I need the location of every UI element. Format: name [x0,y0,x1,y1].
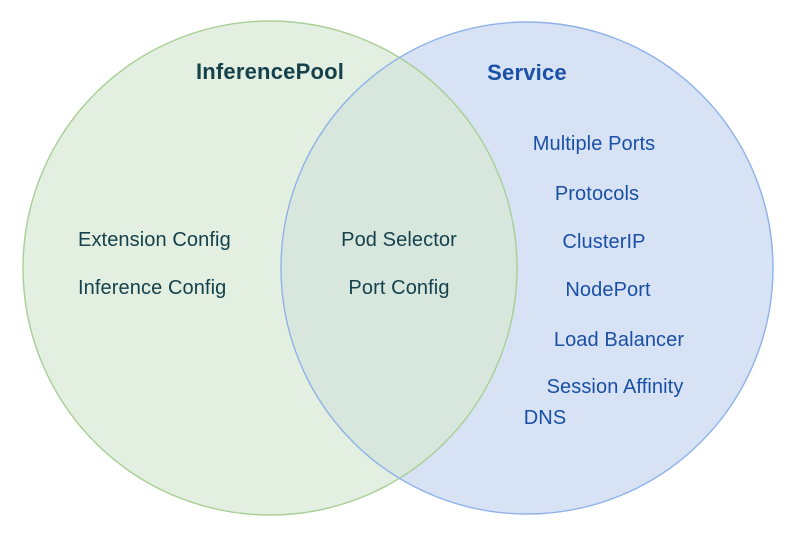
overlap-region [281,22,517,514]
right-circle-title: Service [487,60,567,85]
right-item: Multiple Ports [532,133,656,155]
right-item: Session Affinity [546,376,684,398]
right-item: DNS [523,407,567,429]
left-circle-title: InferencePool [195,59,345,84]
left-circle-edge [22,20,518,516]
left-item: Extension Config [78,229,231,251]
right-item: ClusterIP [562,231,646,253]
left-item: Inference Config [78,277,227,299]
right-item: Protocols [554,183,640,205]
overlap-item: Pod Selector [341,229,457,251]
right-circle-edge [280,21,774,515]
right-item: Load Balancer [553,329,685,351]
right-item: NodePort [565,279,651,301]
overlap-item: Port Config [348,277,450,299]
